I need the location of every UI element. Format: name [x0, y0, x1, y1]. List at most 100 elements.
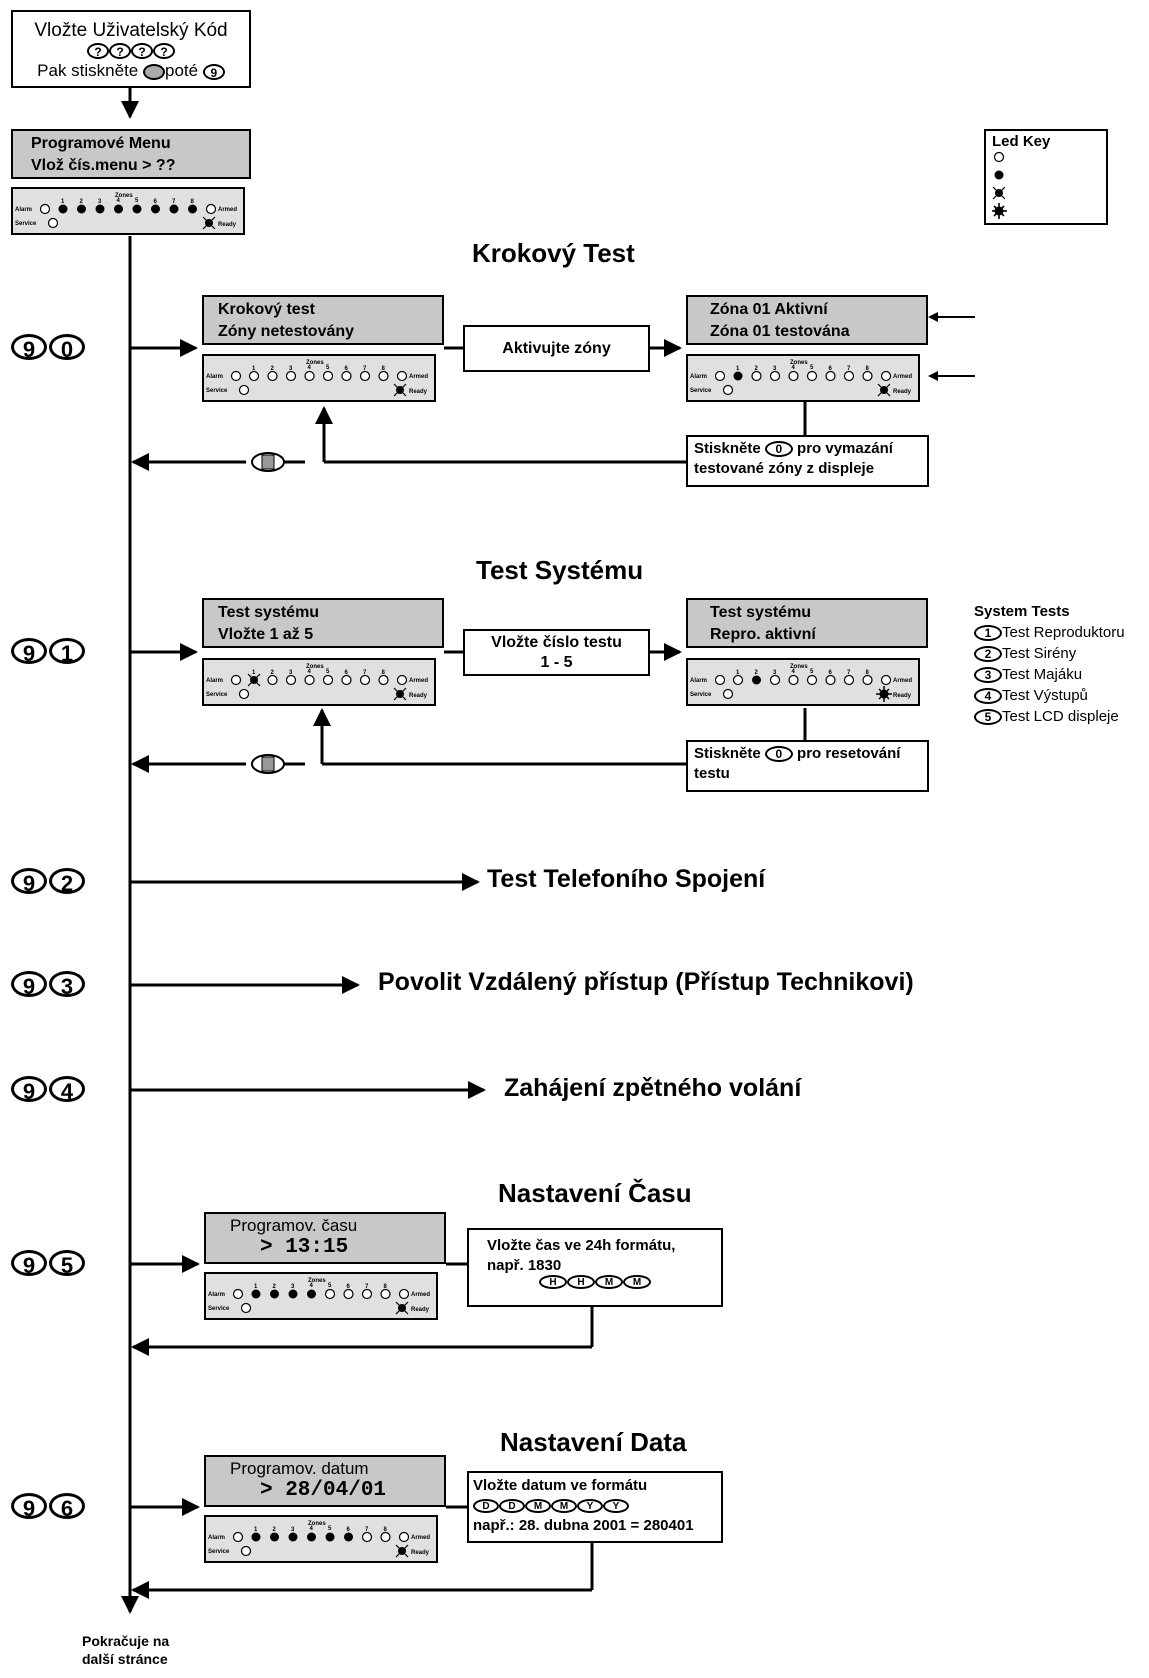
zone-led — [304, 370, 315, 382]
zone-number: 7 — [847, 670, 851, 676]
armed-led — [880, 674, 892, 686]
zone-led — [251, 1532, 261, 1542]
cas-info-line2: např. 1830 — [487, 1257, 562, 1274]
key-9: 9 — [11, 868, 47, 896]
zone-number: 1 — [252, 366, 256, 372]
zones-label: Zones — [115, 193, 133, 199]
zone-number: 3 — [773, 670, 777, 676]
zones-label: Zones — [790, 360, 808, 366]
footer-line1: Pokračuje na — [82, 1633, 170, 1649]
zone-led — [843, 370, 855, 382]
zone-number: 2 — [755, 366, 759, 372]
key-0: 0 — [764, 746, 793, 763]
zone-number: 8 — [382, 366, 386, 372]
zone-led — [267, 674, 278, 686]
zone-led — [380, 1288, 391, 1300]
zone-led — [169, 204, 179, 214]
zone-number: 6 — [345, 670, 349, 676]
zone-led — [343, 1288, 354, 1300]
flash-fast-led-icon — [991, 203, 1007, 219]
alarm-led — [230, 674, 242, 686]
ready-led — [877, 383, 891, 397]
key-3: 3 — [974, 667, 1002, 684]
menu-lcd-line2: Vlož čís.menu > ?? — [31, 157, 176, 174]
zone-number: 5 — [326, 365, 330, 371]
zone-number: 6 — [347, 1527, 351, 1533]
system-test-label: Test Sirény — [1002, 645, 1077, 662]
armed-label: Armed — [893, 678, 912, 684]
krokovy-lcd-1: Krokový test Zóny netestovány — [202, 295, 444, 345]
zone-number: 8 — [384, 1284, 388, 1290]
legend-title: Led Key — [992, 133, 1051, 150]
cas-lcd-line1: Programov. času — [230, 1216, 358, 1235]
krokovy-note-line2: testované zóny z displeje — [694, 460, 875, 477]
krokovy-lcd2-line2: Zóna 01 testována — [710, 323, 850, 340]
zone-led — [267, 370, 278, 382]
system-lcd-1: Test systému Vložte 1 až 5 — [202, 598, 444, 648]
zone-number: 1 — [736, 670, 740, 676]
zone-led — [862, 370, 873, 382]
zone-led — [751, 370, 762, 382]
zone-led — [285, 674, 297, 686]
zones-label: Zones — [308, 1278, 326, 1284]
zone-led — [862, 674, 873, 686]
zone-led — [341, 370, 352, 382]
footer-line2: další stránce — [82, 1651, 168, 1667]
system-lcd1-line1: Test systému — [218, 604, 320, 621]
zone-led — [806, 370, 818, 382]
ready-label: Ready — [893, 389, 912, 395]
krokovy-note: Stiskněte 0 pro vymazání testované zóny … — [686, 435, 929, 487]
zone-led — [769, 370, 781, 382]
zone-led — [251, 1289, 261, 1299]
zone-led — [114, 204, 123, 214]
armed-led — [880, 370, 892, 382]
service-led — [47, 217, 59, 229]
key-d: D — [473, 1499, 499, 1514]
ready-led — [393, 687, 407, 701]
service-led — [722, 384, 734, 396]
key-9: 9 — [11, 1076, 47, 1104]
zone-led — [732, 674, 744, 686]
zone-led — [344, 1532, 353, 1542]
zones-label: Zones — [306, 360, 324, 366]
zone-number: 3 — [773, 366, 777, 372]
ready-label: Ready — [409, 389, 428, 395]
key-h: H — [539, 1275, 567, 1290]
ready-led — [395, 1544, 409, 1558]
armed-label: Armed — [409, 678, 428, 684]
armed-label: Armed — [218, 207, 237, 213]
system-test-label: Test LCD displeje — [1002, 708, 1119, 725]
zone-number: 8 — [866, 366, 870, 372]
armed-led — [398, 1531, 410, 1543]
cas-lcd: Programov. času > 13:15 — [204, 1212, 446, 1264]
alarm-label: Alarm — [206, 374, 223, 380]
zone-number: 7 — [363, 366, 367, 372]
zone-led — [788, 674, 799, 686]
zone-led — [322, 370, 334, 382]
zone-number: 1 — [254, 1284, 258, 1290]
zone-led — [378, 370, 389, 382]
alarm-led — [714, 674, 726, 686]
armed-led — [398, 1288, 410, 1300]
zone-led — [304, 674, 315, 686]
zone-led — [285, 370, 297, 382]
key-3: 3 — [49, 971, 85, 999]
zone-number: 5 — [328, 1283, 332, 1289]
alarm-led — [232, 1288, 244, 1300]
zone-number: 5 — [810, 669, 814, 675]
key-9: 9 — [202, 63, 225, 80]
ready-led — [395, 1301, 409, 1315]
start-line1: Vložte Uživatelský Kód — [34, 20, 228, 41]
